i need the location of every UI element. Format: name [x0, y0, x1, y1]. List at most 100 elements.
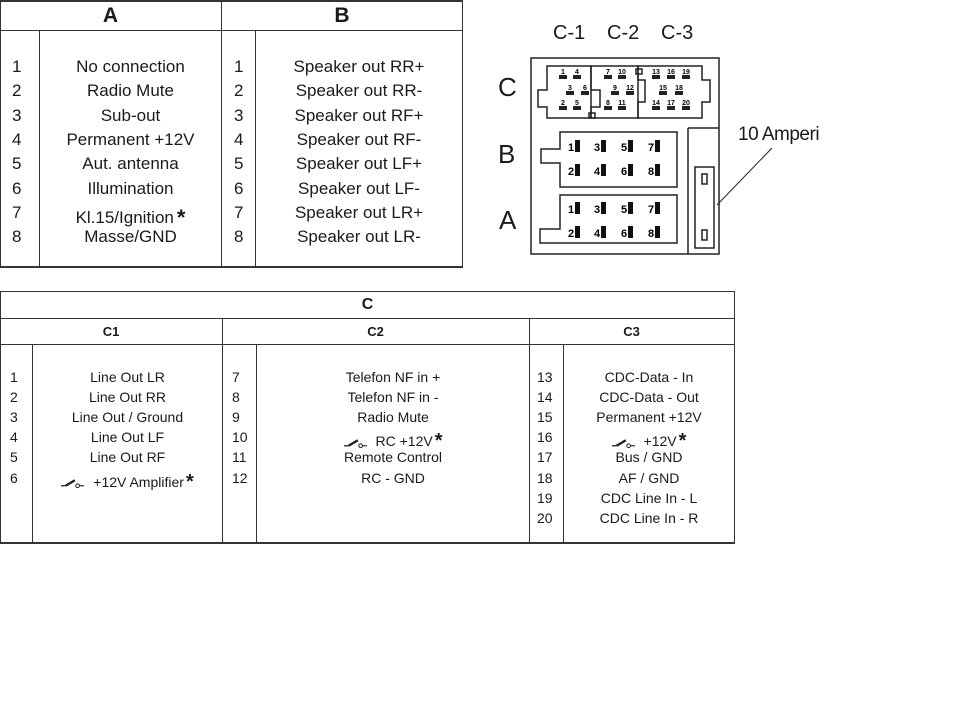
table-c2-pin-number: 9 [232, 409, 240, 426]
connector-c-pin [611, 91, 619, 95]
table-a-pin-label: Permanent +12V [40, 130, 221, 150]
connector-a-outline [539, 194, 678, 244]
connector-row-label-c: C [498, 72, 517, 102]
table-c1-pin-label: Line Out LR [33, 369, 222, 385]
table-b-label-text: Speaker out LF+ [295, 154, 423, 174]
table-b-pin-number: 2 [234, 81, 244, 101]
connector-c-pin-label: 19 [682, 69, 690, 76]
connector-a-pin-label: 7 [648, 204, 654, 216]
connector-b-pin [575, 140, 580, 152]
connector-c-pin [566, 91, 574, 95]
table-c3-pin-number: 19 [537, 489, 553, 506]
connector-c-pin [682, 106, 690, 110]
table-a-pin-number: 3 [12, 105, 22, 125]
connector-b-pin [655, 164, 660, 176]
connector-b-pin [601, 164, 606, 176]
connector-c-pin [559, 106, 567, 110]
table-c3-pin-label: CDC Line In - R [564, 510, 734, 526]
table-b-pin-number: 3 [234, 105, 244, 125]
table-c3-label-text: Permanent +12V [596, 409, 702, 426]
table-b-pin-label: Speaker out LF- [256, 179, 462, 199]
table-c1-label-text: Line Out RR [88, 389, 167, 406]
table-c3-label-text: CDC-Data - In [604, 369, 694, 385]
connector-c3-outline [637, 65, 711, 119]
table-c3-pin-number: 13 [537, 369, 553, 385]
connector-a-pin [655, 202, 660, 214]
connector-b-pin-label: 3 [594, 142, 600, 154]
table-b-pin-number: 5 [234, 154, 244, 174]
connector-a-pin [601, 202, 606, 214]
table-c3-pin-label: Permanent +12V [564, 409, 734, 425]
connector-c-pin [573, 106, 581, 110]
table-c1-header: C1 [102, 324, 120, 339]
connector-a-pin-label: 1 [568, 204, 574, 216]
table-c3-label-text: Bus / GND [615, 449, 683, 466]
table-b-pin-number: 4 [234, 129, 244, 149]
table-c1-pin-number: 1 [10, 369, 18, 385]
table-c3-pin-number: 17 [537, 449, 553, 466]
connector-column-label-c2: C-2 [607, 22, 640, 44]
table-a-label-text: No connection [76, 57, 185, 76]
connector-a-pin-label: 2 [568, 228, 574, 240]
table-b-pin-number: 1 [234, 57, 244, 76]
table-b-pin-number: 7 [234, 202, 244, 222]
footnote-asterisk: * [185, 470, 194, 493]
table-b-pin-label: Speaker out LF+ [256, 154, 462, 174]
table-a-pin-number: 7 [12, 202, 22, 222]
table-c1-pin-label: Line Out RR [33, 389, 222, 405]
table-c2-pin-number: 11 [232, 449, 247, 466]
table-c2-label-text: RC - GND [361, 469, 425, 486]
table-c3-pin-number: 18 [537, 469, 553, 486]
connector-c-pin [626, 91, 634, 95]
table-a-label-text: Illumination [87, 178, 174, 198]
connector-c-pin [604, 106, 612, 110]
table-c2-pin-label: Remote Control [257, 449, 529, 465]
table-c3-pin-label: Bus / GND [564, 449, 734, 465]
connector-a-pin [628, 226, 633, 238]
connector-c-pin-label: 8 [606, 100, 610, 107]
connector-b-pin [655, 140, 660, 152]
table-c1-pin-number: 6 [10, 469, 18, 486]
table-a-pin-label: Sub-out [40, 106, 221, 126]
table-c1-label-text: Line Out LF [90, 429, 165, 446]
table-b-label-text: Speaker out LF- [298, 178, 420, 198]
table-c2-pin-label: RC +12V* [257, 429, 529, 452]
table-c3-pin-number: 20 [537, 509, 553, 526]
table-c1-pin-number: 4 [10, 429, 18, 446]
table-c2-label-text: Telefon NF in - [347, 389, 439, 406]
ignition-switch-icon [343, 438, 367, 448]
connector-c-pin [652, 75, 660, 79]
table-c2-label-text: Radio Mute [357, 409, 429, 426]
connector-c-pin-label: 3 [568, 85, 572, 92]
table-c1-pin-label: Line Out LF [33, 429, 222, 445]
table-c2-label-text: RC +12V [375, 433, 433, 450]
table-c3-pin-label: CDC Line In - L [564, 490, 734, 506]
table-c2-pin-label: Telefon NF in - [257, 389, 529, 405]
table-a-pin-label: Radio Mute [40, 81, 221, 101]
table-b-pin-label: Speaker out RR+ [256, 57, 462, 77]
table-c1-pin-number: 5 [10, 449, 18, 466]
table-c3-pin-number: 14 [537, 389, 553, 406]
table-c3-pin-number: 16 [537, 429, 553, 446]
connector-key-top [635, 68, 643, 75]
connector-a-pin-label: 5 [621, 204, 627, 216]
table-c1-pin-number: 3 [10, 409, 18, 426]
connector-c-pin-label: 11 [618, 100, 626, 107]
table-c1-label-text: Line Out RF [89, 449, 166, 466]
table-b-pin-label: Speaker out LR- [256, 227, 462, 247]
table-c1-label-text: Line Out LR [90, 369, 165, 385]
table-a-pin-number: 5 [12, 154, 22, 174]
fuse-holder [694, 166, 715, 249]
connector-c-pin-label: 16 [667, 69, 675, 76]
table-b-label-text: Speaker out RR+ [293, 57, 425, 76]
connector-c-pin-label: 5 [575, 100, 579, 107]
connector-c-pin-label: 12 [626, 85, 634, 92]
connector-a-pin [575, 202, 580, 214]
table-b-label-text: Speaker out LR+ [294, 202, 424, 222]
ignition-switch-icon [61, 478, 85, 488]
table-c3-label-text: CDC-Data - Out [599, 389, 699, 406]
connector-c-pin [573, 75, 581, 79]
connector-row-label-b: B [498, 139, 516, 169]
connector-b-pin-label: 6 [621, 166, 627, 178]
